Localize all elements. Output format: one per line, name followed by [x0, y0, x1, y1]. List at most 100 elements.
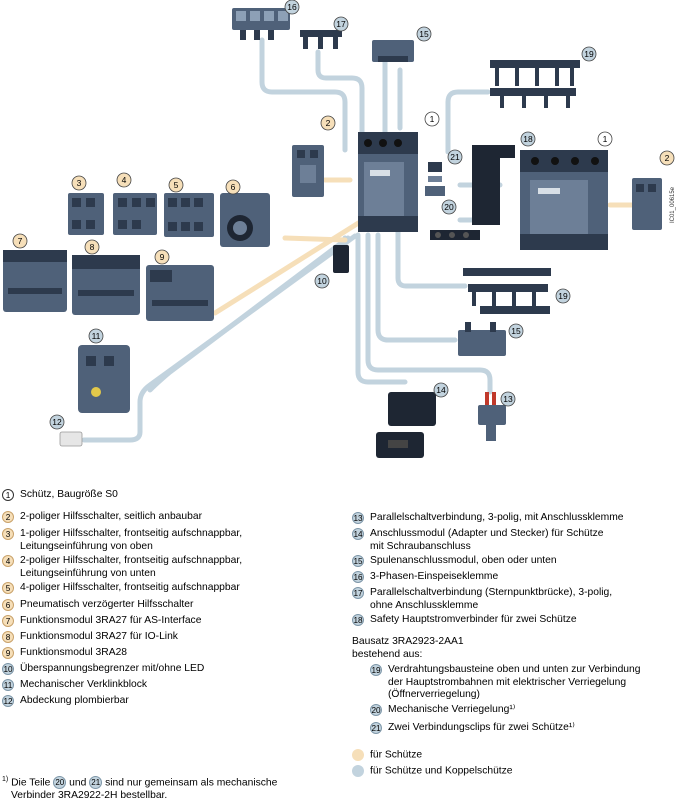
contactor-second	[520, 150, 608, 250]
callout-4: 4	[116, 172, 132, 188]
svg-text:14: 14	[436, 385, 446, 395]
svg-text:13: 13	[503, 394, 513, 404]
svg-text:9: 9	[160, 252, 165, 262]
aux-switch-4pole	[164, 193, 214, 237]
accessories-diagram: IC01_00615e	[3, 0, 676, 458]
svg-text:17: 17	[336, 19, 346, 29]
mechanical-interlock	[425, 186, 445, 196]
blue-swatch	[352, 765, 364, 777]
callout-16: 16	[284, 0, 300, 15]
callout-19a: 19	[581, 46, 597, 62]
connection-module	[376, 392, 436, 458]
parallel-link-terminal	[478, 392, 506, 441]
coil-module-top	[372, 40, 414, 62]
svg-text:12: 12	[52, 417, 62, 427]
callout-1b: 1	[597, 131, 613, 147]
callout-15a: 15	[416, 26, 432, 42]
three-phase-terminal	[232, 8, 290, 40]
callout-11: 11	[88, 328, 104, 344]
sealable-cover	[59, 431, 83, 447]
callout-13: 13	[500, 391, 516, 407]
svg-text:15: 15	[419, 29, 429, 39]
svg-text:19: 19	[558, 291, 568, 301]
callout-20: 20	[441, 199, 457, 215]
svg-text:5: 5	[174, 180, 179, 190]
safety-main-connector	[430, 145, 515, 240]
callout-5: 5	[168, 177, 184, 193]
key-orange: für Schütze	[352, 749, 422, 762]
star-bridge	[300, 30, 342, 49]
connection-clips	[428, 162, 442, 182]
svg-text:3: 3	[77, 178, 82, 188]
aux-switch-side-right	[632, 178, 662, 230]
contactor-main	[358, 132, 418, 232]
svg-text:15: 15	[511, 326, 521, 336]
callout-10: 10	[314, 273, 330, 289]
svg-text:11: 11	[92, 331, 101, 341]
callout-17: 17	[333, 16, 349, 32]
kit-title: Bausatz 3RA2923-2AA1 bestehend aus:	[352, 636, 464, 660]
callout-2b: 2	[659, 150, 675, 166]
function-module-as-interface	[3, 250, 67, 312]
svg-text:2: 2	[665, 153, 670, 163]
svg-text:7: 7	[18, 236, 23, 246]
callout-12: 12	[49, 414, 65, 430]
callout-bubbles: 16 17 15 19 2 1 18 1 21 2 3 4 5 6 20 7 8…	[12, 0, 675, 430]
aux-switch-2pole	[113, 193, 157, 235]
callout-1a: 1	[424, 111, 440, 127]
svg-text:1: 1	[603, 134, 608, 144]
callout-21: 21	[447, 149, 463, 165]
function-module-io-link	[72, 255, 140, 315]
svg-text:10: 10	[317, 276, 327, 286]
svg-text:19: 19	[584, 49, 594, 59]
callout-2a: 2	[320, 115, 336, 131]
callout-14: 14	[433, 382, 449, 398]
callout-6: 6	[225, 179, 241, 195]
function-module-3ra28	[146, 265, 214, 321]
key-blue: für Schütze und Koppelschütze	[352, 765, 513, 778]
wiring-block-bottom	[463, 268, 551, 314]
svg-text:6: 6	[231, 182, 236, 192]
callout-7: 7	[12, 233, 28, 249]
svg-text:18: 18	[523, 134, 533, 144]
callout-15b: 15	[508, 323, 524, 339]
callout-3: 3	[71, 175, 87, 191]
callout-9: 9	[154, 249, 170, 265]
aux-switch-side-left	[292, 145, 324, 197]
aux-switch-1pole	[68, 193, 104, 235]
svg-text:1: 1	[430, 114, 435, 124]
wiring-block-top	[490, 60, 580, 108]
footnote: 1) Die Teile 20 und 21 sind nur gemeinsa…	[2, 776, 278, 801]
svg-text:2: 2	[326, 118, 331, 128]
pneumatic-aux-switch	[220, 193, 270, 247]
callout-19b: 19	[555, 288, 571, 304]
callout-18: 18	[520, 131, 536, 147]
orange-connection-paths	[212, 177, 635, 316]
svg-text:16: 16	[287, 2, 297, 12]
callout-8: 8	[84, 239, 100, 255]
mechanical-latch-block	[78, 345, 130, 413]
svg-text:8: 8	[90, 242, 95, 252]
svg-text:4: 4	[122, 175, 127, 185]
